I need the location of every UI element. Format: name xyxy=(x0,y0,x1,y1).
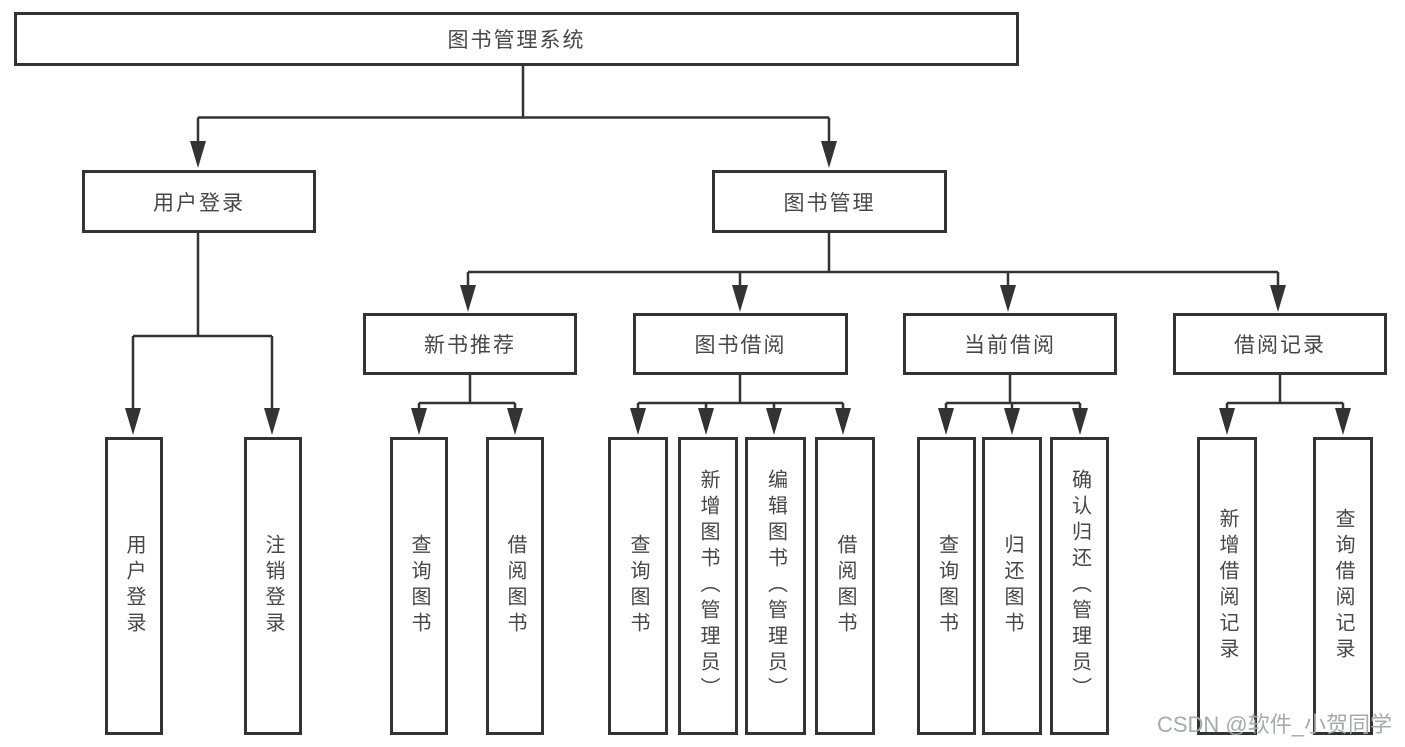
node-book-borrow: 图书借阅 xyxy=(633,313,848,375)
node-current-confirm-return-admin: 确认归还（管理员） xyxy=(1050,437,1109,735)
node-user-login-leaf: 用户登录 xyxy=(105,437,163,735)
node-label: 当前借阅 xyxy=(964,334,1056,357)
node-label: 新书推荐 xyxy=(424,334,516,357)
node-record-query-borrow-record: 查询借阅记录 xyxy=(1313,437,1373,735)
node-label: 用户登录 xyxy=(123,534,145,638)
node-label: 新增借阅记录 xyxy=(1216,508,1238,664)
node-label: 图书管理 xyxy=(783,191,876,215)
node-label: 注销登录 xyxy=(262,534,284,638)
node-borrow-borrow-book: 借阅图书 xyxy=(815,437,875,735)
node-label: 借阅记录 xyxy=(1234,334,1326,357)
node-label: 查询图书 xyxy=(408,534,430,638)
node-label: 确认归还（管理员） xyxy=(1068,469,1091,703)
node-label: 借阅图书 xyxy=(504,534,526,638)
node-borrow-query-book: 查询图书 xyxy=(608,437,668,735)
node-library-management-system: 图书管理系统 xyxy=(14,12,1019,66)
node-borrow-record: 借阅记录 xyxy=(1173,313,1387,375)
node-recommend-query-book: 查询图书 xyxy=(390,437,448,735)
node-current-query-book: 查询图书 xyxy=(917,437,976,735)
node-label: 图书借阅 xyxy=(694,334,787,357)
node-label: 查询图书 xyxy=(935,534,958,638)
node-label: 编辑图书（管理员） xyxy=(764,469,787,703)
node-label: 用户登录 xyxy=(153,191,245,215)
node-recommend-borrow-book: 借阅图书 xyxy=(486,437,544,735)
node-label: 图书管理系统 xyxy=(447,29,586,52)
node-label: 查询借阅记录 xyxy=(1332,508,1354,664)
csdn-watermark: CSDN @软件_小贺同学 xyxy=(1156,712,1392,737)
node-new-book-recommend: 新书推荐 xyxy=(363,313,577,375)
node-borrow-add-book-admin: 新增图书（管理员） xyxy=(678,437,738,735)
node-label: 归还图书 xyxy=(1001,534,1023,638)
node-current-return-book: 归还图书 xyxy=(982,437,1042,735)
node-label: 借阅图书 xyxy=(834,534,856,638)
node-label: 查询图书 xyxy=(627,534,649,638)
node-book-management: 图书管理 xyxy=(712,170,947,233)
node-user-login: 用户登录 xyxy=(82,170,316,233)
node-record-add-borrow-record: 新增借阅记录 xyxy=(1197,437,1257,735)
node-current-borrow: 当前借阅 xyxy=(903,313,1117,375)
node-borrow-edit-book-admin: 编辑图书（管理员） xyxy=(745,437,806,735)
node-logout-login: 注销登录 xyxy=(244,437,302,735)
node-label: 新增图书（管理员） xyxy=(697,469,719,703)
